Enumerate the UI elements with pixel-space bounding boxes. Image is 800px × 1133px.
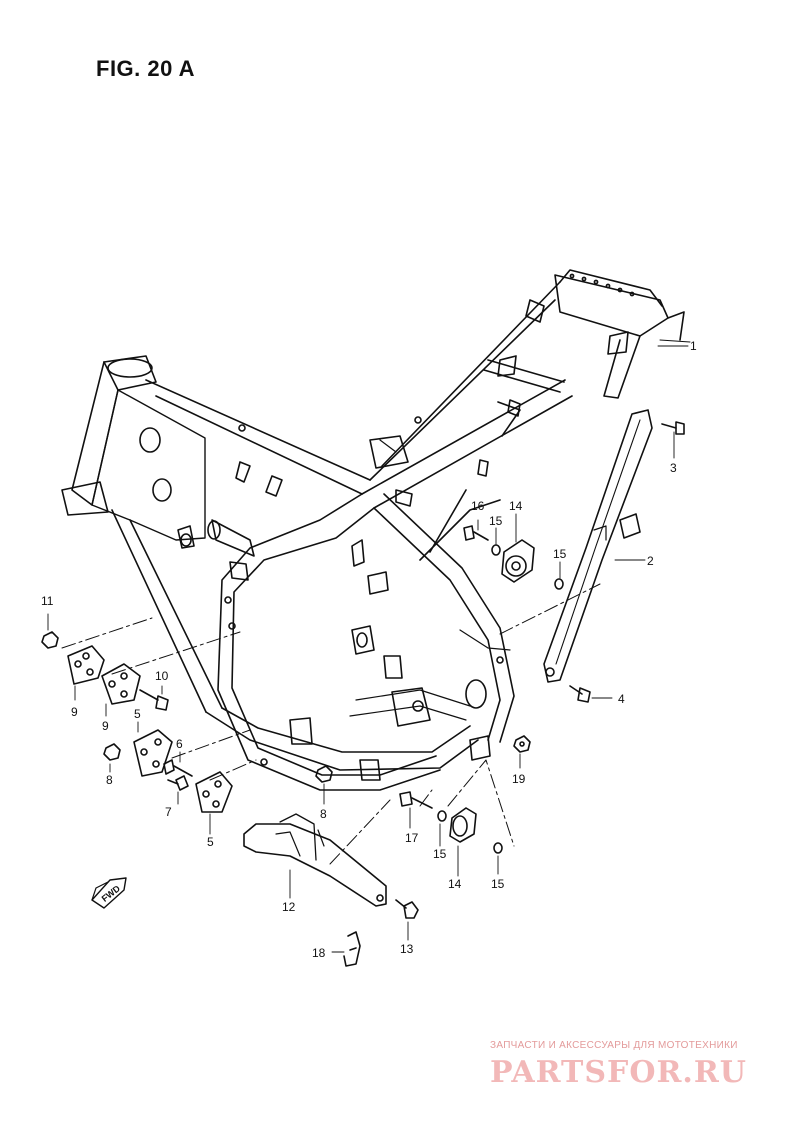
- alignment-lines: [61, 583, 601, 865]
- callout-4: 4: [618, 692, 625, 706]
- callout-5b: 5: [207, 835, 214, 849]
- callout-14a: 14: [509, 499, 523, 513]
- bolt-13: [395, 899, 419, 919]
- washer-15-lower-right: [493, 842, 503, 854]
- sub-frame-rail: [543, 409, 653, 683]
- bolt-7: [167, 775, 189, 791]
- bolt-16-top: [463, 525, 489, 541]
- callout-13: 13: [400, 942, 414, 956]
- washer-15-bottom: [437, 810, 447, 822]
- watermark-tagline: ЗАПЧАСТИ И АКСЕССУАРЫ ДЛЯ МОТОТЕХНИКИ: [490, 1040, 738, 1051]
- nut-19: [513, 735, 531, 753]
- callout-18: 18: [312, 946, 326, 960]
- callout-17: 17: [405, 831, 419, 845]
- bracket-5a: [133, 729, 173, 777]
- skid-plate: [243, 813, 387, 907]
- bracket-9a: [67, 645, 105, 685]
- bracket-9b: [101, 663, 141, 705]
- spacer-14-top: [501, 539, 535, 583]
- callout-11: 11: [41, 594, 54, 608]
- callout-9b: 9: [102, 719, 109, 733]
- bolt-4: [569, 685, 591, 703]
- callout-16: 16: [471, 499, 485, 513]
- callout-10: 10: [155, 669, 169, 683]
- callout-14b: 14: [448, 877, 462, 891]
- callout-15b: 15: [553, 547, 567, 561]
- nut-8a: [103, 743, 121, 761]
- callout-5a: 5: [134, 707, 141, 721]
- fwd-arrow-icon: [91, 877, 127, 909]
- callout-15d: 15: [491, 877, 505, 891]
- clamp-18: [343, 931, 361, 967]
- callout-numbers: 1 2 3 4 5 5 6 7 8 8 9 9 10 11 12 13 14 1…: [41, 339, 697, 960]
- callout-6: 6: [176, 737, 183, 751]
- callout-15a: 15: [489, 514, 503, 528]
- callout-7: 7: [165, 805, 172, 819]
- main-frame: [61, 269, 691, 791]
- fwd-label: FWD: [100, 883, 123, 904]
- callout-12: 12: [282, 900, 296, 914]
- callout-1: 1: [690, 339, 697, 353]
- callout-8a: 8: [106, 773, 113, 787]
- callout-2: 2: [647, 554, 654, 568]
- callout-19: 19: [512, 772, 526, 786]
- bolt-17: [399, 791, 433, 809]
- nut-11: [41, 631, 59, 649]
- bolt-3: [661, 421, 685, 435]
- callout-3: 3: [670, 461, 677, 475]
- leader-lines: [47, 345, 689, 953]
- callout-9a: 9: [71, 705, 78, 719]
- watermark-logo: PARTSFOR.RU: [490, 1055, 747, 1090]
- callout-8b: 8: [320, 807, 327, 821]
- spacer-14-bottom: [449, 807, 477, 843]
- callout-15c: 15: [433, 847, 447, 861]
- nut-8b: [315, 765, 333, 783]
- bolt-10: [139, 689, 169, 711]
- washer-15-right: [554, 578, 564, 590]
- bolt-6: [163, 759, 193, 777]
- washer-15-top: [491, 544, 501, 556]
- bracket-5b: [195, 771, 233, 813]
- figure-title: FIG. 20 A: [96, 56, 196, 81]
